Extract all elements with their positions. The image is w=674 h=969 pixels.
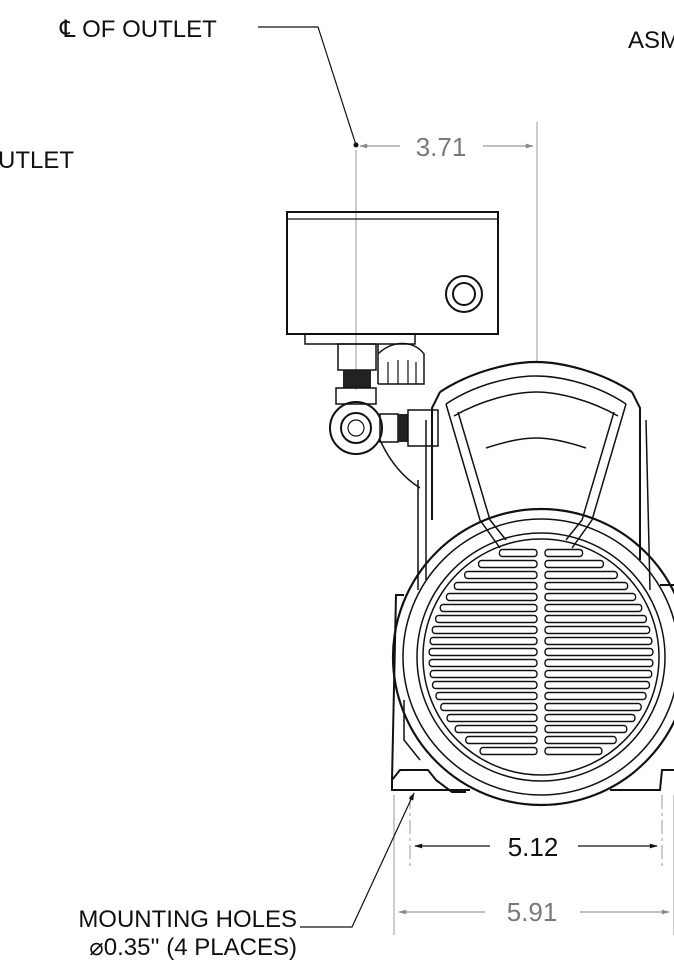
- motor-housing: [391, 507, 674, 807]
- switch-knob-outer: [445, 275, 483, 313]
- grille-slot: [445, 592, 538, 602]
- grille-slot: [544, 702, 642, 712]
- grille-slot: [544, 592, 637, 602]
- dim-371-value: 3.71: [416, 132, 467, 162]
- motor-ring-inner: [416, 532, 666, 782]
- grille-slot: [544, 614, 648, 624]
- pump-base: [391, 700, 674, 793]
- grille-slot: [544, 713, 636, 723]
- grille-slot: [544, 625, 651, 635]
- grille-slot: [428, 647, 538, 657]
- grille-slot: [435, 691, 538, 701]
- grille-slot: [446, 713, 538, 723]
- grille-slot: [544, 570, 618, 580]
- centerline-outlet-label: ℄ OF OUTLET: [59, 16, 217, 43]
- motor-ring-mid: [402, 518, 674, 796]
- centerline-leader-dot: [353, 142, 359, 148]
- grille-slot: [477, 559, 538, 569]
- pressure-switch-box: [286, 211, 499, 345]
- asm-label-partial: ASM: [628, 27, 674, 54]
- switch-fitting: [337, 342, 425, 388]
- mounting-holes-label-line2: ⌀0.35'' (4 PLACES): [89, 934, 297, 961]
- grille-slot: [544, 603, 643, 613]
- grille-slot: [544, 548, 584, 558]
- grille-slot: [544, 559, 605, 569]
- grille-slot: [431, 680, 538, 690]
- outlet-tee: [329, 387, 439, 489]
- grille-slot: [439, 603, 538, 613]
- grille-slot: [428, 658, 538, 668]
- grille-slot: [429, 669, 538, 679]
- grille-slot: [453, 581, 538, 591]
- fan-grille: [428, 548, 654, 756]
- motor-ring-outer: [391, 507, 674, 807]
- fan-cover-edge: [422, 538, 660, 776]
- grille-slot: [544, 691, 647, 701]
- grille-slot: [429, 636, 538, 646]
- dim-591-value: 5.91: [507, 897, 558, 927]
- grille-slot: [544, 746, 603, 756]
- grille-slot: [440, 702, 538, 712]
- grille-slot: [465, 735, 538, 745]
- grille-slot: [498, 548, 538, 558]
- mounting-holes-label-line1: MOUNTING HOLES: [78, 906, 297, 933]
- grille-slot: [434, 614, 538, 624]
- grille-slot: [544, 669, 653, 679]
- grille-slot: [544, 680, 651, 690]
- grille-slot: [544, 658, 654, 668]
- outlet-label-partial: UTLET: [0, 147, 74, 174]
- grille-slot: [454, 724, 538, 734]
- grille-slot: [544, 724, 628, 734]
- grille-slot: [544, 647, 654, 657]
- switch-knob-inner: [452, 282, 476, 306]
- grille-slot: [479, 746, 538, 756]
- centerline-leader: [258, 26, 357, 146]
- grille-slot: [431, 625, 538, 635]
- grille-slot: [544, 735, 617, 745]
- dim-512-value: 5.12: [508, 832, 559, 862]
- mounting-holes-leader: [300, 792, 415, 928]
- grille-slot: [464, 570, 538, 580]
- grille-slot: [544, 581, 629, 591]
- grille-slot: [544, 636, 653, 646]
